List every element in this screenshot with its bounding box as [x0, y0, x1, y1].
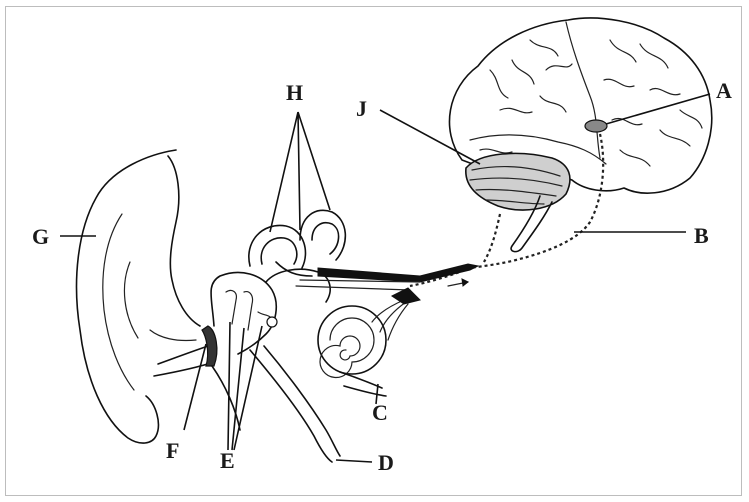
label-a: A	[716, 78, 732, 103]
brain	[449, 18, 711, 252]
label-h: H	[286, 80, 303, 105]
label-e: E	[220, 448, 235, 473]
label-d: D	[378, 450, 394, 475]
label-g: G	[32, 224, 49, 249]
label-f: F	[166, 438, 179, 463]
outer-ear	[77, 150, 214, 443]
label-c: C	[372, 400, 388, 425]
label-j: J	[356, 96, 367, 121]
label-b: B	[694, 223, 709, 248]
